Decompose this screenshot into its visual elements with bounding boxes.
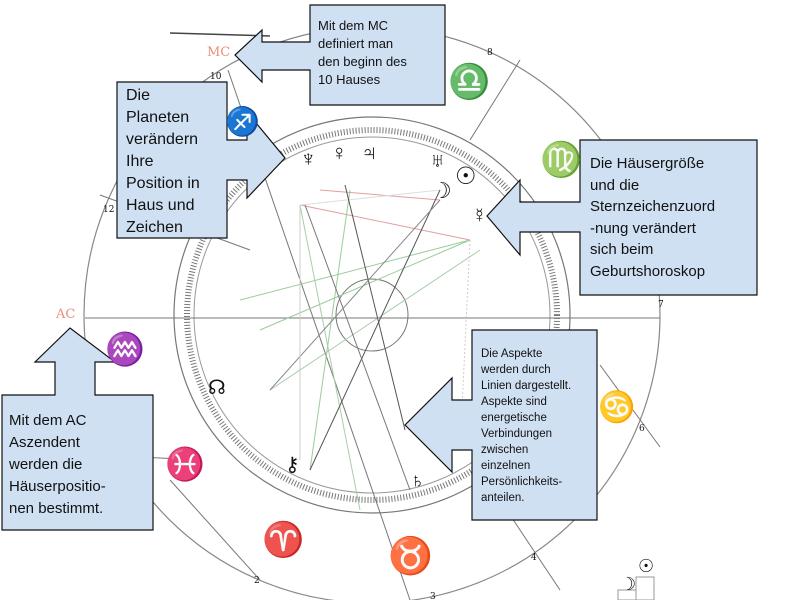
moon-icon: ☽ bbox=[432, 178, 452, 203]
callout-ac: Mit dem AC Aszendent werden die Häuserpo… bbox=[9, 410, 106, 520]
moon-icon: ☽ bbox=[620, 574, 637, 594]
house-number: 10 bbox=[210, 72, 222, 82]
house-number: 3 bbox=[430, 592, 436, 602]
callout-line: Die Aspekte bbox=[481, 348, 543, 360]
callout-mc: Mit dem MC definiert man den beginn des … bbox=[318, 17, 407, 89]
callout-line: Mit dem MC bbox=[318, 18, 389, 33]
aquarius-icon: ♒ bbox=[105, 331, 145, 367]
degree-ring-inner bbox=[193, 136, 551, 494]
callout-line: anteilen. bbox=[481, 492, 525, 504]
callout-houses-shape bbox=[486, 139, 758, 296]
pisces-icon: ♓ bbox=[165, 446, 205, 482]
callout-planets-shape bbox=[116, 81, 286, 239]
node-icon: ☊ bbox=[208, 377, 226, 399]
libra-icon: ♎ bbox=[448, 63, 491, 101]
house-number: 6 bbox=[639, 424, 645, 434]
callout-line: einzelnen bbox=[481, 460, 531, 472]
callout-line: Aspekte sind bbox=[481, 396, 547, 408]
callout-line: Häuserpositio- bbox=[9, 478, 106, 495]
callout-line: Verbindungen bbox=[481, 428, 552, 440]
callout-line: nen bestimmt. bbox=[9, 500, 104, 517]
callout-line: Mit dem AC bbox=[9, 412, 87, 429]
virgo-icon: ♍ bbox=[540, 141, 583, 179]
degree-ring-outer bbox=[173, 116, 571, 514]
callout-planets: Die Planeten verändern Ihre Position in … bbox=[126, 85, 200, 239]
callout-line: Die Häusergröße bbox=[590, 155, 705, 172]
cancer-icon: ♋ bbox=[598, 391, 636, 424]
uranus-icon: ♅ bbox=[430, 150, 445, 172]
callout-line: Geburtshoroskop bbox=[590, 262, 706, 280]
callout-line: werden die bbox=[9, 456, 83, 473]
mercury-icon: ☿ bbox=[472, 205, 487, 227]
degree-ring-ticks bbox=[184, 127, 560, 503]
callout-line: -nung verändert bbox=[590, 219, 696, 237]
callout-houses: Die Häusergröße und die Sternzeichenzuor… bbox=[590, 153, 715, 282]
callout-line: zwischen bbox=[481, 444, 529, 456]
jupiter-icon: ♃ bbox=[361, 140, 378, 165]
callout-line: Planeten bbox=[126, 109, 190, 126]
callout-mc-shape bbox=[234, 4, 446, 106]
callout-line: Sternzeichenzuord bbox=[590, 198, 716, 215]
callout-aspects: Die Aspekte werden durch Linien dargeste… bbox=[481, 346, 571, 506]
mc-label: MC bbox=[207, 45, 231, 60]
callout-line: Ihre bbox=[126, 153, 154, 170]
neptune-icon: ♆ bbox=[300, 146, 317, 171]
house-number: 8 bbox=[487, 48, 493, 58]
callout-line: Persönlichkeits- bbox=[481, 476, 563, 488]
callout-line: und die bbox=[590, 176, 640, 194]
callout-line: Position in bbox=[126, 175, 200, 192]
callout-line: verändern bbox=[126, 131, 199, 148]
venus-icon: ♀ bbox=[331, 140, 348, 165]
aries-icon: ♈ bbox=[262, 521, 305, 559]
sun-icon: ☉ bbox=[455, 163, 477, 190]
callout-aspects-shape bbox=[404, 329, 598, 521]
aspect-lines bbox=[239, 184, 481, 511]
house-number: 4 bbox=[531, 553, 537, 563]
callout-line: Die bbox=[126, 87, 151, 104]
chiron-icon: ⚷ bbox=[285, 454, 300, 476]
callout-line: werden durch bbox=[481, 364, 551, 376]
callout-line: energetische bbox=[481, 412, 547, 424]
taurus-icon: ♉ bbox=[388, 535, 433, 576]
house-number: 7 bbox=[658, 300, 664, 310]
callout-line: Aszendent bbox=[9, 434, 80, 451]
house-number: 2 bbox=[254, 576, 260, 586]
top-line bbox=[169, 32, 271, 37]
sun-icon: ☉ bbox=[638, 556, 655, 576]
ac-label: AC bbox=[56, 307, 76, 322]
sagittarius-icon: ♐ bbox=[225, 106, 260, 137]
callout-ac-shape bbox=[1, 327, 154, 531]
callout-line: sich beim bbox=[590, 241, 654, 258]
aspect-grid bbox=[617, 576, 655, 600]
callout-line: Linien dargestellt. bbox=[481, 380, 572, 392]
saturn-icon: ♄ bbox=[410, 470, 425, 492]
callout-line: Haus und bbox=[126, 197, 195, 214]
house-number: 12 bbox=[103, 205, 115, 215]
callout-line: definiert man bbox=[318, 36, 394, 51]
callout-line: Zeichen bbox=[126, 219, 183, 236]
callout-line: den beginn des bbox=[318, 54, 407, 69]
center-circle bbox=[335, 278, 409, 352]
callout-line: 10 Hauses bbox=[318, 72, 381, 87]
